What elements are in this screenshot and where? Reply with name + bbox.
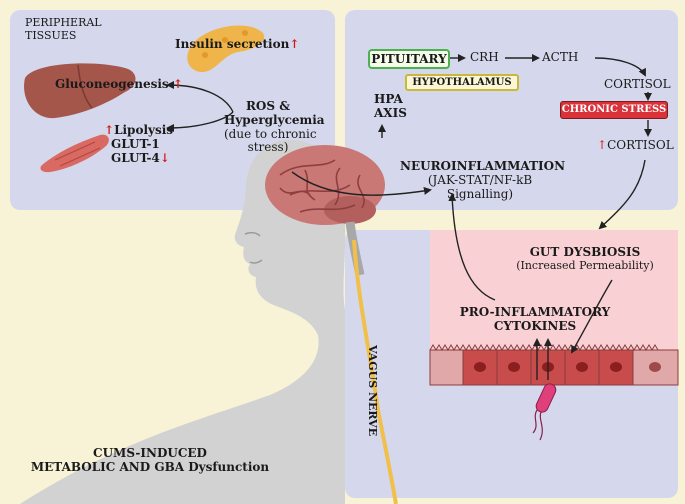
footer-line1: CUMS-INDUCED [93, 446, 207, 460]
cortisol-label: CORTISOL [604, 77, 671, 91]
cytokines-line1: PRO-INFLAMMATORY [459, 305, 611, 319]
brain-icon [265, 145, 385, 276]
cytokines-line2: CYTOKINES [493, 318, 577, 333]
acth-label: ACTH [542, 50, 579, 64]
neuroinflammation-label: NEUROINFLAMMATION (JAK-STAT/NF-kB Signal… [400, 159, 566, 201]
human-head-silhouette [20, 139, 346, 504]
vagus-nerve-label: VAGUS NERVE [366, 345, 379, 437]
gut-dysbiosis-label: GUT DYSBIOSIS (Increased Permeability) [510, 245, 660, 272]
up-arrow-icon: ↑ [597, 138, 608, 152]
up-arrow-icon: ↑ [104, 123, 115, 137]
peripheral-title-line1: PERIPHERAL [25, 16, 102, 29]
neuro-line3: Signalling) [446, 186, 514, 201]
hpa-axis-label: HPA AXIS [374, 92, 407, 121]
pathway-arrows [166, 54, 652, 380]
cortisol-increased-label: ↑CORTISOL [597, 138, 674, 153]
gluconeogenesis-label: Gluconeogenesis ↑ [55, 77, 183, 92]
up-arrow-icon: ↑ [172, 77, 183, 91]
lipolysis-glut-labels: ↑Lipolysis GLUT-1 GLUT-4↓ [104, 123, 174, 165]
neuro-line2: (JAK-STAT/NF-kB [427, 172, 533, 187]
ros-line3: (due to chronic [224, 126, 317, 141]
hpa-axis-line1: HPA [374, 92, 403, 106]
glut1-text: GLUT-1 [111, 136, 160, 151]
lipolysis-text: Lipolysis [114, 123, 174, 137]
insulin-text: Insulin secretion [175, 37, 290, 51]
muscle-icon [40, 134, 109, 173]
glut4-text: GLUT-4 [111, 150, 160, 165]
vagus-nerve-line [352, 239, 398, 504]
ros-line1: ROS & [245, 99, 291, 113]
cytokines-label: PRO-INFLAMMATORY CYTOKINES [455, 305, 615, 334]
peripheral-title-line2: TISSUES [25, 28, 77, 42]
up-arrow-icon: ↑ [289, 37, 300, 51]
footer-line2: METABOLIC AND GBA Dysfunction [30, 459, 270, 474]
hypothalamus-box: HYPOTHALAMUS [405, 74, 519, 91]
insulin-secretion-label: Insulin secretion↑ [175, 37, 300, 52]
gluconeogenesis-text: Gluconeogenesis [55, 77, 169, 91]
diagram-footer-title: CUMS-INDUCED METABOLIC AND GBA Dysfuncti… [30, 446, 270, 475]
ros-hyperglycemia-label: ROS & Hyperglycemia (due to chronic stre… [224, 99, 325, 155]
pituitary-box: PITUITARY [368, 49, 450, 69]
down-arrow-icon: ↓ [159, 150, 170, 165]
ros-line2: Hyperglycemia [224, 112, 325, 127]
gut-title: GUT DYSBIOSIS [529, 245, 641, 259]
cortisol-up-text: CORTISOL [607, 138, 674, 152]
peripheral-tissues-title: PERIPHERAL TISSUES [25, 16, 102, 42]
chronic-stress-box: CHRONIC STRESS [560, 101, 668, 119]
hpa-axis-line2: AXIS [374, 105, 407, 120]
epithelial-cells [429, 344, 679, 386]
neuro-title: NEUROINFLAMMATION [400, 159, 566, 173]
bacterium-icon [532, 383, 557, 441]
gut-subtitle: (Increased Permeability) [516, 258, 654, 272]
ros-line4: stress) [247, 140, 289, 155]
crh-label: CRH [470, 50, 499, 64]
liver-icon [24, 63, 136, 119]
pancreas-icon [187, 25, 265, 73]
